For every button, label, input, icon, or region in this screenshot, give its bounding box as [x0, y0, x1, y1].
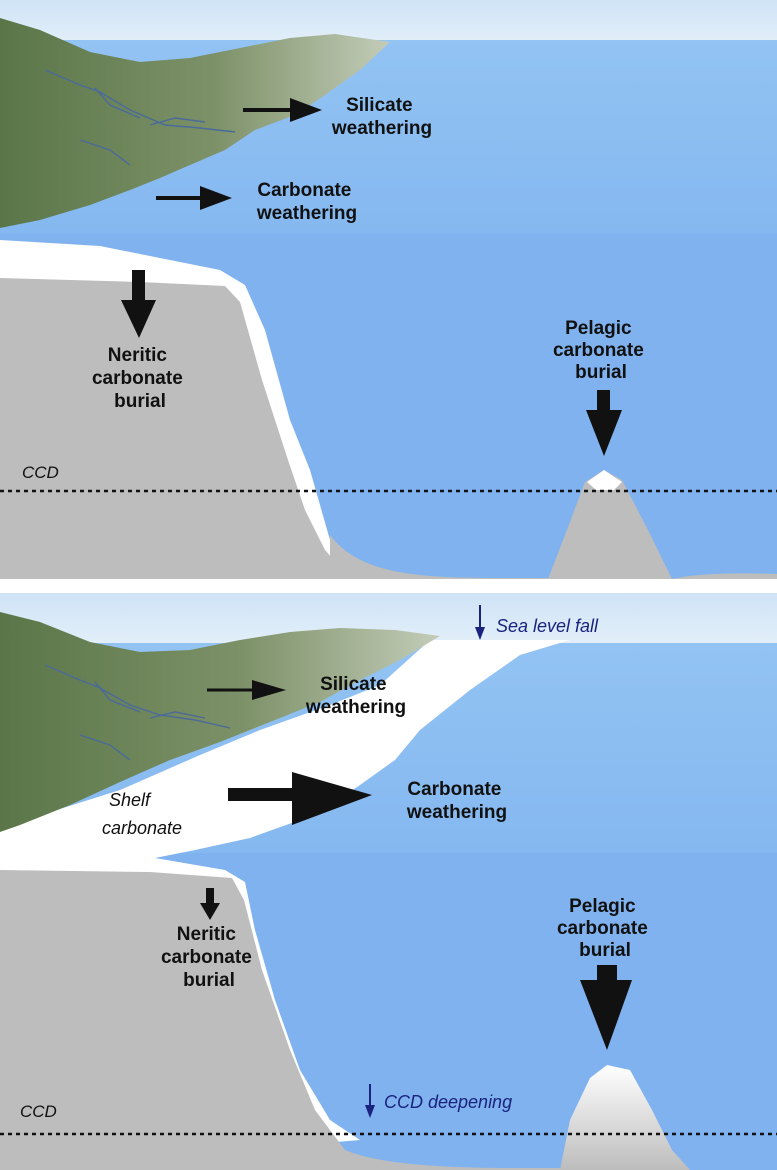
top-silicate-label: Silicate weathering — [331, 95, 432, 139]
sea-level-fall-arrow-icon — [475, 605, 485, 640]
top-pelagic-label: Pelagic carbonate burial — [553, 318, 649, 383]
panel-divider — [0, 579, 777, 593]
top-silicate-arrow — [243, 98, 322, 122]
top-pelagic-arrow — [586, 390, 622, 456]
bottom-carbonate-label: Carbonate weathering — [406, 779, 507, 823]
top-neritic-label: Neritic carbonate burial — [92, 345, 188, 412]
top-neritic-arrow — [121, 270, 156, 338]
sea-level-fall-note: Sea level fall — [496, 616, 599, 636]
top-ccd-label: CCD — [22, 463, 59, 482]
bottom-seamount — [560, 1065, 690, 1170]
top-carbonate-label: Carbonate weathering — [256, 180, 357, 224]
ccd-deepening-arrow-icon — [365, 1084, 375, 1118]
top-carbonate-arrow — [156, 186, 232, 210]
top-land — [0, 18, 390, 228]
bottom-basin-floor — [345, 1150, 565, 1170]
top-sky — [0, 0, 777, 46]
shelf-carbonate-label: Shelf carbonate — [102, 790, 182, 838]
bottom-carbonate-arrow — [228, 772, 372, 825]
bottom-panel: CCD Sea level fall CCD deepening — [0, 593, 777, 1170]
top-basin-floor-right — [672, 573, 777, 579]
bottom-neritic-arrow — [200, 888, 220, 920]
bottom-rivers — [44, 664, 231, 761]
ccd-deepening-note: CCD deepening — [384, 1092, 512, 1112]
top-seamount — [548, 470, 672, 579]
top-panel: CCD Silicate weathering Carbonate weathe… — [0, 0, 777, 579]
bottom-pelagic-label: Pelagic carbonate burial — [557, 896, 653, 961]
top-rivers — [44, 69, 236, 166]
bottom-silicate-arrow — [207, 680, 286, 700]
top-shelf — [0, 278, 350, 579]
bottom-neritic-label: Neritic carbonate burial — [161, 924, 257, 991]
bottom-shelf — [0, 870, 370, 1170]
bottom-silicate-label: Silicate weathering — [305, 674, 406, 718]
bottom-pelagic-arrow — [580, 965, 632, 1050]
bottom-ccd-label: CCD — [20, 1102, 57, 1121]
top-basin-floor — [330, 535, 560, 579]
top-seamount-cap — [587, 470, 622, 490]
bottom-land — [0, 612, 440, 832]
